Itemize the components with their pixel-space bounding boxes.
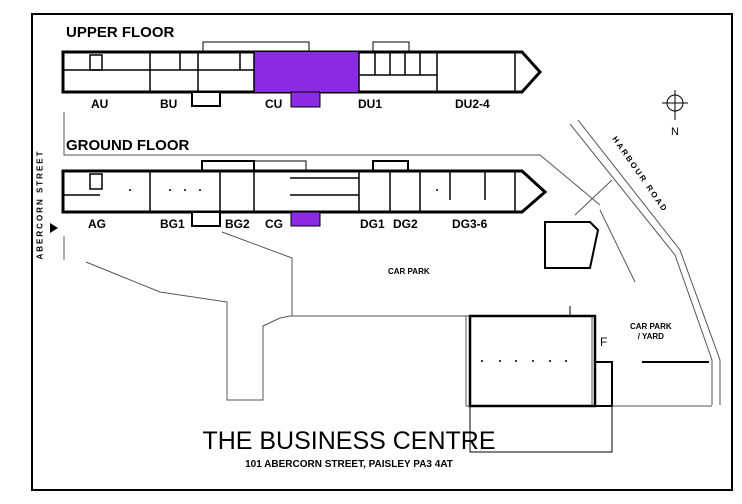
car-park-yard-line1: CAR PARK <box>630 322 672 331</box>
north-label: N <box>671 126 679 138</box>
frame-border <box>31 13 733 491</box>
unit-cg-highlight <box>290 211 321 227</box>
ground-stair <box>191 211 221 227</box>
north-arrow-icon <box>662 90 688 120</box>
unit-label[interactable]: BG2 <box>225 217 250 231</box>
unit-label[interactable]: BG1 <box>160 217 185 231</box>
harbour-road-edge <box>577 119 721 405</box>
upper-partitions <box>63 52 516 92</box>
abercorn-street-label: ABERCORN STREET <box>35 149 45 260</box>
ground-partitions <box>63 171 516 212</box>
unit-label[interactable]: AU <box>91 97 109 111</box>
unit-label[interactable]: DG1 <box>360 217 385 231</box>
ground-floor-heading: GROUND FLOOR <box>66 137 190 154</box>
building-f-dots <box>481 360 567 362</box>
unit-label[interactable]: CG <box>265 217 283 231</box>
unit-cu-highlight <box>254 52 359 92</box>
site-boundary <box>221 231 293 316</box>
boundary-line <box>574 179 613 216</box>
upper-floor-heading: UPPER FLOOR <box>66 24 175 41</box>
unit-label[interactable]: DU1 <box>358 97 383 111</box>
car-park-yard-line2: / YARD <box>637 332 664 341</box>
unit-label[interactable]: CU <box>265 97 283 111</box>
unit-label[interactable]: BU <box>160 97 178 111</box>
address: 101 ABERCORN STREET, PAISLEY PA3 4AT <box>245 459 453 470</box>
entrance-arrow-icon <box>50 223 58 233</box>
upper-stair <box>191 91 221 107</box>
column-dots <box>129 189 438 191</box>
car-park-label: CAR PARK <box>388 267 430 276</box>
building-f-label[interactable]: F <box>600 335 608 349</box>
site-boundary <box>85 261 466 401</box>
building-f-outline <box>465 315 593 407</box>
ground-floor-building <box>61 169 548 214</box>
unit-label[interactable]: AG <box>88 217 106 231</box>
unit-cu-annex <box>290 91 321 108</box>
unit-label[interactable]: DG3-6 <box>452 217 488 231</box>
unit-label[interactable]: DG2 <box>393 217 418 231</box>
building-f-annex <box>594 361 613 407</box>
car-park-yard-label: CAR PARK/ YARD <box>630 322 672 342</box>
loading-area <box>469 405 613 453</box>
site-boundary <box>63 112 601 206</box>
harbour-road-edge <box>569 123 713 405</box>
boundary-line <box>599 209 636 283</box>
unit-label[interactable]: DU2-4 <box>455 97 490 111</box>
page-title: THE BUSINESS CENTRE <box>202 427 496 455</box>
side-building <box>544 221 600 269</box>
